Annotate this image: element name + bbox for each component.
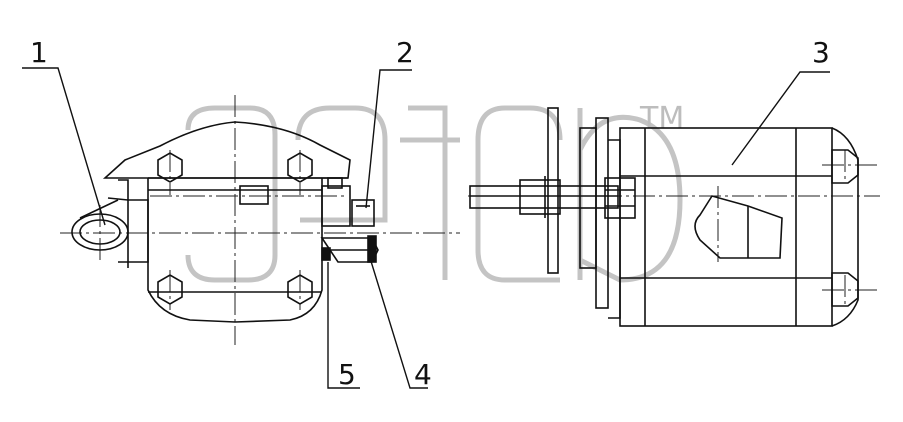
motor-housing [619,127,833,327]
bolt-top-left [157,152,183,183]
motor-shaft [469,185,619,209]
inlet-elbow [71,213,129,251]
fitting-right-plug [351,199,375,227]
pump-left-view [71,121,379,323]
callout-1: 1 [30,36,48,69]
leader-5 [327,262,360,389]
pump-top-cap [102,121,351,179]
watermark-letter-1 [185,105,278,283]
watermark [185,105,683,283]
callout-5: 5 [338,358,356,391]
motor-flange [547,107,559,274]
watermark-trademark: TM [639,101,684,136]
leader-3 [731,71,830,166]
motor-right-view [469,107,859,327]
watermark-letter-4 [475,105,563,283]
bolt-bottom-left [157,274,183,305]
fitting-right-nut [321,185,351,227]
callout-3: 3 [812,36,830,69]
leader-lines [22,67,830,389]
callout-2: 2 [396,36,414,69]
callout-4: 4 [414,358,432,391]
leader-4 [369,257,428,389]
bolt-bottom-right [287,274,313,305]
leader-2 [365,69,412,209]
terminal-bolt-bottom [831,272,859,307]
center-lines [60,95,880,345]
fitting-left [127,199,149,263]
watermark-letter-3 [400,105,460,280]
leader-1 [22,67,106,226]
side-port [694,195,783,259]
bolt-top-right [287,152,313,183]
terminal-bolt-top [831,149,859,184]
pump-body-outline [147,178,323,323]
watermark-letter-2 [295,105,388,223]
